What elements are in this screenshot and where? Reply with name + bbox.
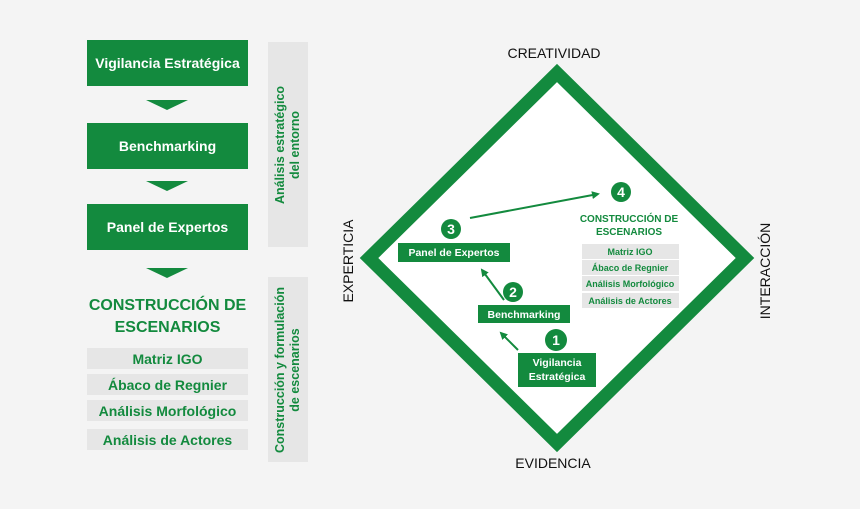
technique-label: Análisis Morfológico bbox=[586, 279, 675, 289]
axis-label-bottom: EVIDENCIA bbox=[515, 455, 591, 471]
flow-step-panel: Panel de Expertos bbox=[87, 204, 248, 250]
technique-box bbox=[582, 244, 679, 259]
scenario-title: CONSTRUCCIÓN DE ESCENARIOS bbox=[87, 295, 248, 339]
step-box bbox=[398, 243, 510, 262]
axis-label-right: INTERACCIÓN bbox=[757, 223, 773, 319]
step-number: 2 bbox=[509, 284, 517, 300]
step-number: 1 bbox=[552, 332, 560, 348]
diamond-step-2: 2 Benchmarking bbox=[478, 282, 570, 323]
arrow-down-icon bbox=[146, 100, 188, 110]
step-box bbox=[478, 305, 570, 323]
technique-label: Análisis de Actores bbox=[102, 431, 233, 448]
step-number-badge bbox=[611, 182, 631, 202]
flow-step-label: Benchmarking bbox=[118, 138, 217, 154]
flow-step-label: Panel de Expertos bbox=[106, 219, 229, 235]
flow-step-label: Vigilancia Estratégica bbox=[95, 55, 240, 71]
step-label: Panel de Expertos bbox=[408, 247, 499, 259]
step-label: CONSTRUCCIÓN DE bbox=[580, 212, 679, 225]
technique-label: Ábaco de Regnier bbox=[592, 263, 669, 273]
scenario-title-line: CONSTRUCCIÓN DE bbox=[88, 297, 247, 314]
technique-box bbox=[582, 293, 679, 308]
technique-box bbox=[582, 260, 679, 275]
side-label-construction: Construcción y formulación de escenarios bbox=[268, 277, 308, 462]
axis-label-top: CREATIVIDAD bbox=[507, 45, 600, 61]
technique-item: Análisis de Actores bbox=[87, 429, 248, 450]
technique-item: Análisis Morfológico bbox=[87, 400, 248, 421]
diamond-step-4: 4 CONSTRUCCIÓN DE ESCENARIOS Matriz IGO … bbox=[580, 182, 679, 308]
diamond-step-1: 1 Vigilancia Estratégica bbox=[518, 329, 596, 387]
technique-label: Ábaco de Regnier bbox=[107, 376, 228, 393]
arrow-down-icon bbox=[146, 268, 188, 278]
step-label: Estratégica bbox=[529, 371, 586, 383]
arrow-down-icon bbox=[146, 181, 188, 191]
step-number-badge bbox=[545, 329, 567, 351]
step-number: 3 bbox=[447, 221, 455, 237]
technique-item: Ábaco de Regnier bbox=[87, 374, 248, 395]
step-box bbox=[518, 353, 596, 387]
technique-label: Matriz IGO bbox=[132, 350, 203, 367]
technique-item: Matriz IGO bbox=[87, 348, 248, 369]
step-number-badge bbox=[503, 282, 523, 302]
arrow-3-icon bbox=[480, 268, 505, 301]
technique-label: Matriz IGO bbox=[607, 247, 652, 257]
step-number: 4 bbox=[617, 184, 625, 200]
technique-label: Análisis Morfológico bbox=[98, 402, 237, 419]
arrow-4-icon bbox=[469, 191, 600, 219]
flow-step-benchmarking: Benchmarking bbox=[87, 123, 248, 169]
step-label: Benchmarking bbox=[488, 309, 561, 321]
technique-box bbox=[582, 276, 679, 291]
step-label: ESCENARIOS bbox=[596, 227, 662, 238]
flow-step-vigilancia: Vigilancia Estratégica bbox=[87, 40, 248, 86]
arrow-2-icon bbox=[499, 331, 519, 351]
diamond-frame bbox=[359, 63, 755, 453]
technique-label: Análisis de Actores bbox=[588, 296, 671, 306]
side-label-analysis: Análisis estratégico del entorno bbox=[268, 42, 308, 247]
scenario-title-line: ESCENARIOS bbox=[114, 319, 221, 336]
step-number-badge bbox=[441, 219, 461, 239]
diamond-step-3: 3 Panel de Expertos bbox=[398, 219, 510, 262]
step-label: Vigilancia bbox=[533, 357, 582, 369]
axis-label-left: EXPERTICIA bbox=[340, 219, 356, 303]
